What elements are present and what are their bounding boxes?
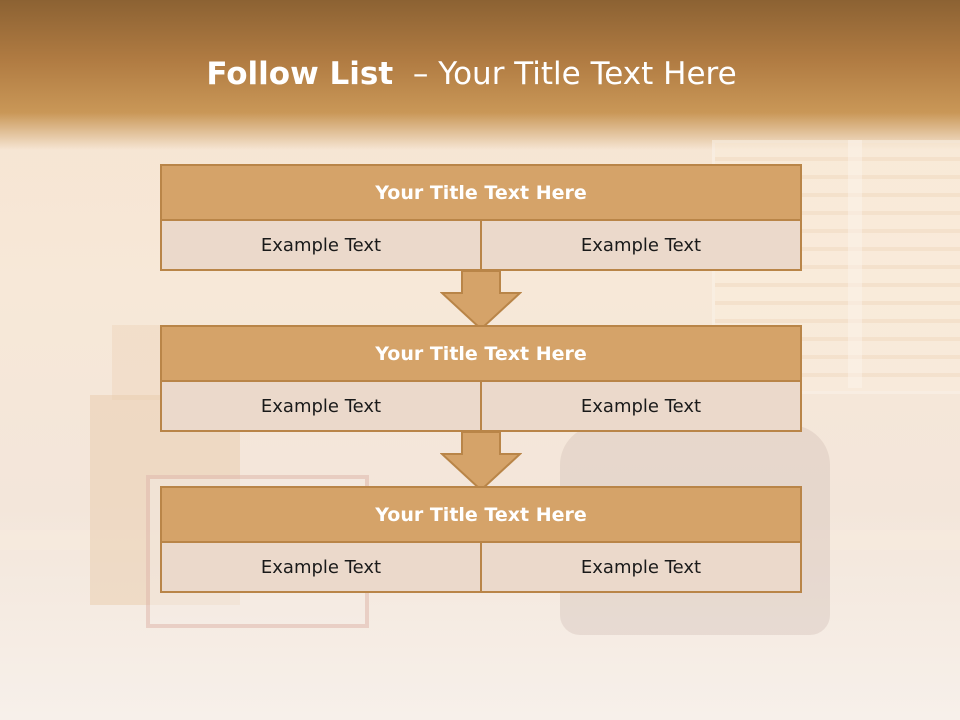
group-row: Example Text Example Text <box>160 543 802 593</box>
group-title: Your Title Text Here <box>160 486 802 543</box>
group-title: Your Title Text Here <box>160 325 802 382</box>
header-band <box>0 0 960 150</box>
down-arrow-icon <box>440 432 522 492</box>
group-cell-left: Example Text <box>160 382 480 432</box>
down-arrow-icon <box>440 271 522 331</box>
slide-title-bold: Follow List <box>206 56 394 92</box>
group-cell-right: Example Text <box>480 543 802 593</box>
slide-title: Follow List – Your Title Text Here <box>0 56 943 92</box>
group-cell-left: Example Text <box>160 221 480 271</box>
list-group-3: Your Title Text Here Example Text Exampl… <box>160 486 802 593</box>
slide-title-rest: – Your Title Text Here <box>412 56 737 92</box>
list-group-1: Your Title Text Here Example Text Exampl… <box>160 164 802 271</box>
list-group-2: Your Title Text Here Example Text Exampl… <box>160 325 802 432</box>
group-row: Example Text Example Text <box>160 221 802 271</box>
group-row: Example Text Example Text <box>160 382 802 432</box>
group-title: Your Title Text Here <box>160 164 802 221</box>
group-cell-right: Example Text <box>480 221 802 271</box>
group-cell-left: Example Text <box>160 543 480 593</box>
group-cell-right: Example Text <box>480 382 802 432</box>
background-window-divider <box>848 140 862 388</box>
